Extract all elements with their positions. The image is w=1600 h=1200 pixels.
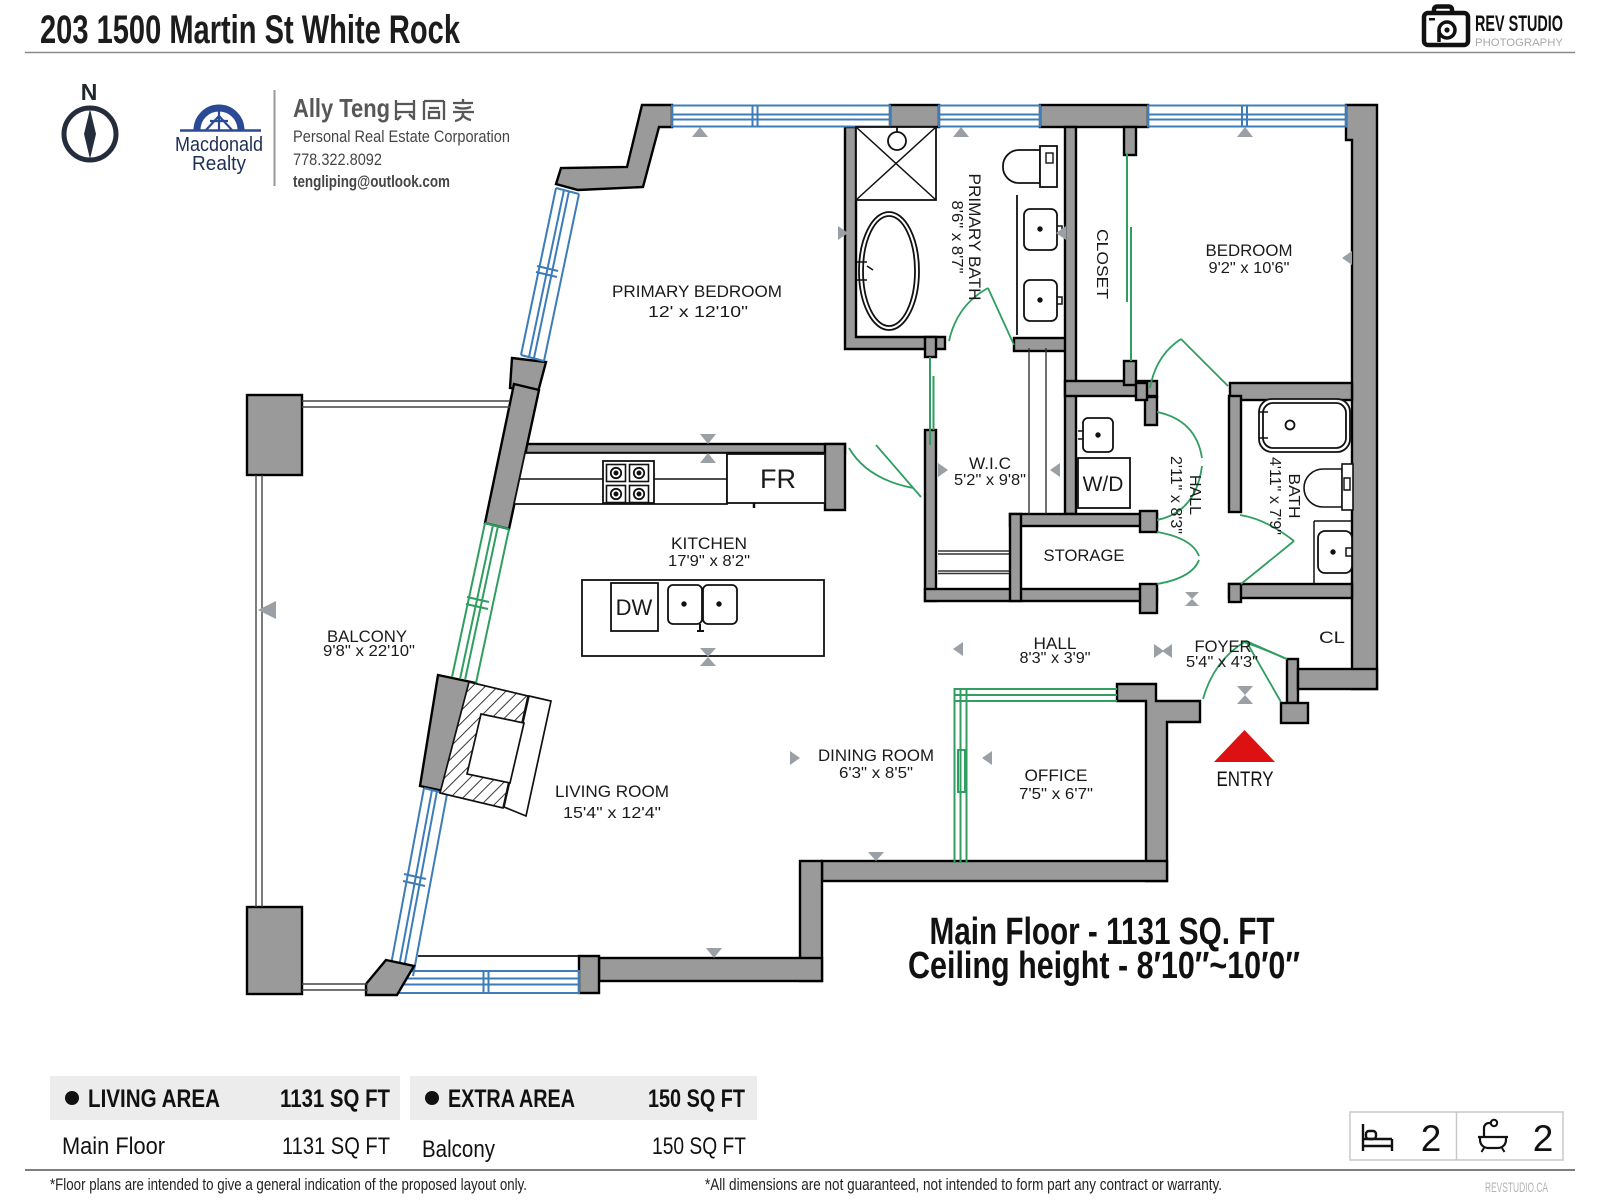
svg-text:9'8" x 22'10": 9'8" x 22'10" (323, 643, 415, 660)
svg-text:HALL: HALL (1034, 634, 1077, 653)
svg-text:OFFICE: OFFICE (1025, 766, 1088, 785)
svg-text:KITCHEN: KITCHEN (671, 534, 747, 553)
svg-text:PRIMARY BATH: PRIMARY BATH (965, 174, 984, 301)
svg-text:5'2" x 9'8": 5'2" x 9'8" (954, 472, 1026, 489)
svg-text:EXTRA AREA: EXTRA AREA (448, 1085, 575, 1113)
svg-text:8'3" x 3'9": 8'3" x 3'9" (1020, 650, 1091, 667)
svg-text:DW: DW (616, 595, 653, 620)
svg-text:CL: CL (1319, 628, 1345, 647)
svg-text:LIVING ROOM: LIVING ROOM (555, 782, 669, 801)
svg-text:Ceiling height - 8′10″~10′0″: Ceiling height - 8′10″~10′0″ (908, 945, 1300, 987)
svg-text:PRIMARY BEDROOM: PRIMARY BEDROOM (612, 282, 782, 301)
svg-text:tengliping@outlook.com: tengliping@outlook.com (293, 172, 450, 191)
svg-text:2: 2 (1533, 1118, 1554, 1159)
svg-text:8'6" x 8'7": 8'6" x 8'7" (948, 201, 965, 274)
svg-text:Main Floor: Main Floor (62, 1133, 165, 1160)
svg-text:BEDROOM: BEDROOM (1206, 241, 1293, 260)
svg-text:HALL: HALL (1186, 475, 1203, 515)
svg-text:Balcony: Balcony (422, 1136, 495, 1163)
svg-text:PHOTOGRAPHY: PHOTOGRAPHY (1475, 37, 1564, 49)
svg-text:FR: FR (760, 464, 796, 494)
svg-text:DINING ROOM: DINING ROOM (818, 746, 934, 765)
svg-text:150 SQ FT: 150 SQ FT (652, 1133, 746, 1160)
svg-text:4'11" x 7'9": 4'11" x 7'9" (1266, 457, 1283, 535)
svg-text:*All dimensions are not guaran: *All dimensions are not guaranteed, not … (705, 1175, 1222, 1194)
svg-text:9'2" x 10'6": 9'2" x 10'6" (1209, 260, 1290, 277)
svg-text:17'9" x 8'2": 17'9" x 8'2" (668, 553, 750, 570)
svg-text:Ally Teng: Ally Teng (293, 93, 390, 123)
svg-text:5'4" x 4'3": 5'4" x 4'3" (1186, 654, 1258, 671)
svg-text:15'4" x 12'4": 15'4" x 12'4" (563, 805, 661, 822)
svg-text:REVSTUDIO.CA: REVSTUDIO.CA (1485, 1179, 1548, 1195)
svg-text:W.I.C: W.I.C (969, 454, 1011, 473)
svg-text:STORAGE: STORAGE (1044, 546, 1125, 565)
svg-text:150 SQ FT: 150 SQ FT (648, 1085, 745, 1113)
svg-text:N: N (81, 79, 98, 105)
svg-text:FOYER: FOYER (1195, 637, 1252, 656)
svg-text:W/D: W/D (1083, 473, 1124, 496)
svg-text:BATH: BATH (1285, 474, 1302, 519)
svg-text:1131 SQ FT: 1131 SQ FT (280, 1085, 390, 1113)
svg-text:203 1500 Martin St White Rock: 203 1500 Martin St White Rock (40, 8, 461, 52)
svg-text:12' x 12'10": 12' x 12'10" (648, 304, 748, 321)
svg-text:ENTRY: ENTRY (1217, 768, 1274, 791)
svg-text:2: 2 (1421, 1118, 1442, 1159)
svg-text:Realty: Realty (192, 153, 246, 175)
svg-text:Macdonald: Macdonald (175, 134, 263, 156)
svg-text:2'11" x 8'3": 2'11" x 8'3" (1167, 456, 1184, 534)
svg-text:REV STUDIO: REV STUDIO (1475, 11, 1563, 36)
svg-text:1131 SQ FT: 1131 SQ FT (282, 1133, 390, 1160)
svg-text:Personal Real Estate Corporati: Personal Real Estate Corporation (293, 127, 510, 146)
svg-text:Main Floor - 1131 SQ. FT: Main Floor - 1131 SQ. FT (930, 911, 1275, 953)
svg-text:CLOSET: CLOSET (1093, 229, 1110, 299)
svg-text:778.322.8092: 778.322.8092 (293, 150, 382, 169)
svg-text:7'5" x 6'7": 7'5" x 6'7" (1019, 786, 1093, 803)
svg-text:6'3" x 8'5": 6'3" x 8'5" (839, 765, 913, 782)
svg-text:BALCONY: BALCONY (327, 627, 407, 646)
svg-text:*Floor plans are intended to g: *Floor plans are intended to give a gene… (50, 1175, 527, 1194)
svg-text:LIVING AREA: LIVING AREA (88, 1085, 220, 1113)
